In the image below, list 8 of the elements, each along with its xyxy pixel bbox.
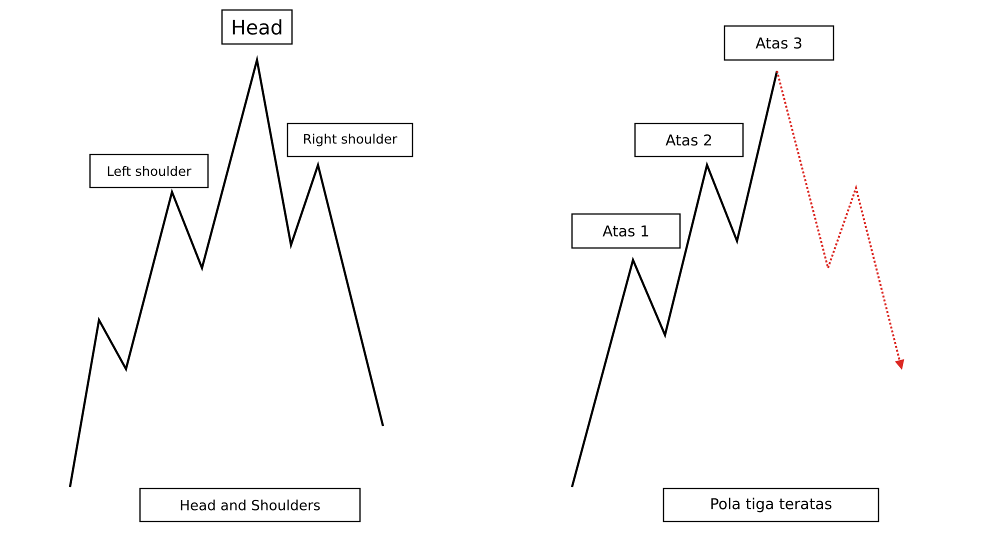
label-box: Head and Shoulders bbox=[139, 488, 361, 522]
label-box: Atas 2 bbox=[634, 122, 744, 158]
label-box: Head bbox=[221, 9, 293, 45]
label-box: Left shoulder bbox=[89, 154, 209, 188]
label-box: Right shoulder bbox=[286, 122, 414, 158]
label-box: Atas 1 bbox=[571, 213, 681, 249]
label-box: Atas 3 bbox=[724, 25, 834, 61]
label-box: Pola tiga teratas bbox=[662, 488, 880, 522]
